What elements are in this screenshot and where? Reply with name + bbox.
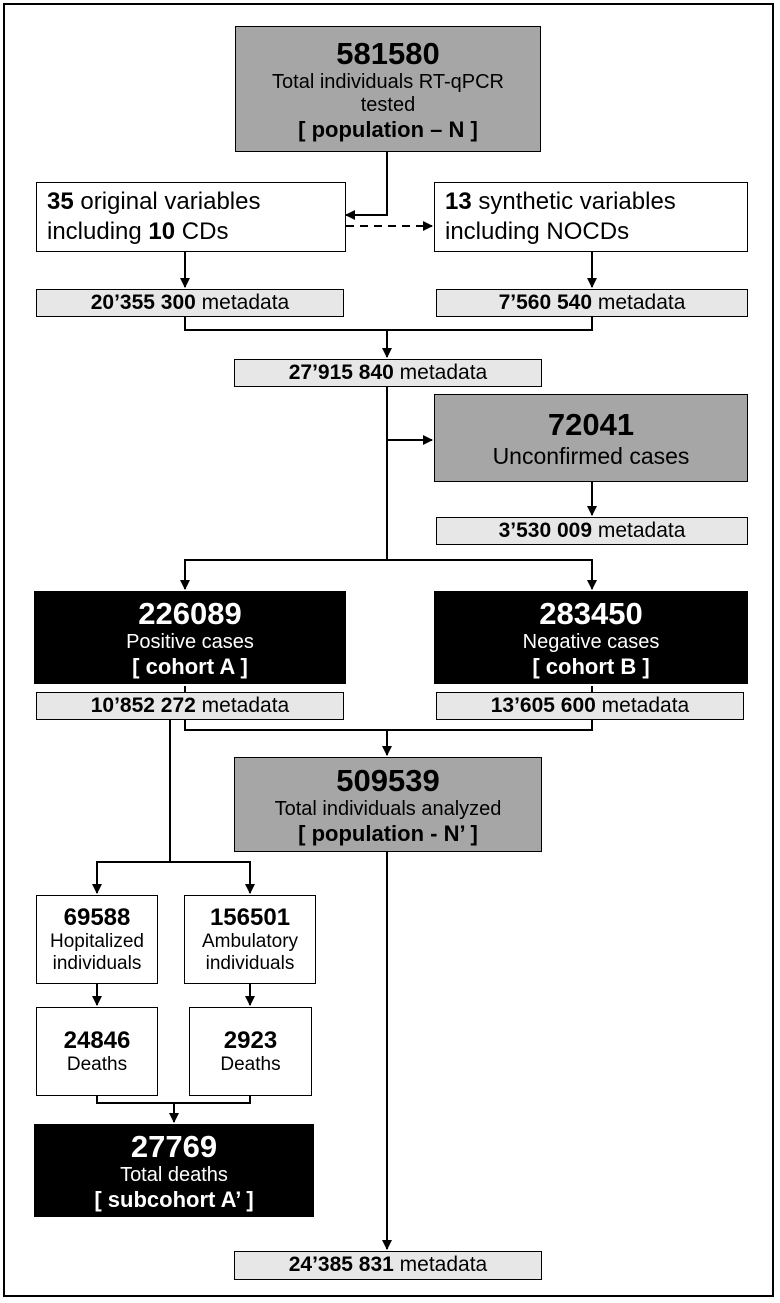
meta-negative-value: 13’605 600 — [490, 693, 596, 717]
synthetic-variables-line2: including NOCDs — [445, 218, 630, 245]
synthetic-variables-count: 13 — [445, 188, 472, 215]
population-n-label: Total individuals RT-qPCR tested — [272, 71, 504, 117]
meta-positive-box: 10’852 272 metadata — [36, 692, 344, 720]
meta-final-suffix: metadata — [393, 1253, 488, 1277]
arrow-population-to-original — [345, 152, 388, 220]
meta-final-box: 24’385 831 metadata — [234, 1251, 542, 1280]
meta-synthetic-box: 7’560 540 metadata — [436, 289, 748, 317]
positive-cases-tag: [ cohort A ] — [132, 654, 248, 680]
original-variables-line2: including 10 CDs — [47, 217, 228, 247]
meta-original-box: 20’355 300 metadata — [36, 289, 344, 317]
meta-total-suffix: metadata — [393, 360, 488, 384]
meta-total-text: 27’915 840 metadata — [289, 361, 488, 385]
split-left — [180, 559, 387, 590]
positive-cases-count: 226089 — [138, 595, 242, 631]
ambulatory-line2: individuals — [205, 953, 295, 975]
hospitalized-line1: Hopitalized — [50, 931, 144, 953]
meta-total-box: 27’915 840 metadata — [234, 359, 542, 387]
population-n-box: 581580 Total individuals RT-qPCR tested … — [235, 26, 541, 152]
meta-negative-suffix: metadata — [595, 693, 690, 717]
population-n2-box: 509539 Total individuals analyzed [ popu… — [234, 757, 542, 852]
ambulatory-box: 156501 Ambulatory individuals — [184, 895, 316, 984]
negative-cases-tag: [ cohort B ] — [532, 654, 650, 680]
meta-final-value: 24’385 831 — [288, 1253, 394, 1277]
unconfirmed-label: Unconfirmed cases — [492, 442, 690, 469]
synthetic-variables-box: 13 synthetic variables including NOCDs — [434, 182, 748, 252]
split-amb — [170, 861, 255, 894]
synthetic-variables-text1: synthetic variables — [471, 188, 676, 215]
deaths-ambulatory-count: 2923 — [223, 1026, 278, 1054]
positive-cases-box: 226089 Positive cases [ cohort A ] — [34, 591, 346, 684]
meta-synthetic-value: 7’560 540 — [498, 290, 593, 314]
deaths-ambulatory-box: 2923 Deaths — [189, 1007, 312, 1096]
original-variables-text2: including — [47, 218, 149, 245]
meta-unconfirmed-suffix: metadata — [592, 518, 686, 542]
population-n-tag: [ population – N ] — [298, 117, 478, 143]
total-deaths-count: 27769 — [130, 1128, 218, 1164]
meta-unconfirmed-text: 3’530 009 metadata — [499, 519, 686, 543]
diagram-frame — [3, 3, 774, 1297]
meta-synthetic-suffix: metadata — [592, 290, 686, 314]
unconfirmed-box: 72041 Unconfirmed cases — [434, 394, 748, 482]
population-n2-tag: [ population - N’ ] — [298, 821, 478, 847]
original-variables-text3: CDs — [175, 218, 229, 245]
meta-positive-suffix: metadata — [195, 693, 290, 717]
meta-negative-text: 13’605 600 metadata — [491, 694, 690, 718]
negative-cases-label: Negative cases — [522, 631, 660, 654]
deaths-hospitalized-count: 24846 — [63, 1026, 131, 1054]
negative-cases-box: 283450 Negative cases [ cohort B ] — [434, 591, 748, 684]
deaths-hospitalized-label: Deaths — [66, 1054, 128, 1076]
deaths-hospitalized-box: 24846 Deaths — [36, 1007, 158, 1096]
original-variables-text1: original variables — [73, 188, 261, 215]
split-hosp — [92, 861, 170, 894]
negative-cases-count: 283450 — [539, 595, 643, 631]
split-right — [387, 559, 597, 590]
meta-synthetic-text: 7’560 540 metadata — [499, 291, 686, 315]
ambulatory-line1: Ambulatory — [201, 931, 299, 953]
deaths-ambulatory-label: Deaths — [220, 1054, 281, 1076]
positive-cases-label: Positive cases — [126, 631, 254, 654]
population-n-count: 581580 — [336, 35, 440, 71]
merge-deaths — [96, 1096, 251, 1104]
meta-original-suffix: metadata — [195, 290, 290, 314]
merge-meta-left — [184, 317, 593, 331]
population-n2-count: 509539 — [336, 762, 440, 798]
original-variables-line1: 35 original variables — [47, 187, 260, 217]
meta-final-text: 24’385 831 metadata — [289, 1253, 488, 1277]
unconfirmed-count: 72041 — [547, 406, 635, 442]
meta-unconfirmed-box: 3’530 009 metadata — [436, 517, 748, 545]
hospitalized-count: 69588 — [63, 903, 131, 931]
synthetic-variables-line1: 13 synthetic variables — [445, 187, 676, 217]
total-deaths-label: Total deaths — [120, 1164, 228, 1187]
hospitalized-line2: individuals — [52, 953, 142, 975]
total-deaths-box: 27769 Total deaths [ subcohort A’ ] — [34, 1124, 314, 1217]
meta-total-value: 27’915 840 — [288, 360, 394, 384]
hospitalized-box: 69588 Hopitalized individuals — [36, 895, 158, 984]
total-deaths-tag: [ subcohort A’ ] — [94, 1187, 254, 1213]
meta-negative-box: 13’605 600 metadata — [436, 692, 744, 720]
meta-original-value: 20’355 300 — [90, 290, 196, 314]
original-variables-count: 35 — [47, 188, 74, 215]
meta-unconfirmed-value: 3’530 009 — [498, 518, 593, 542]
meta-original-text: 20’355 300 metadata — [91, 291, 290, 315]
original-variables-cd-count: 10 — [148, 218, 176, 245]
meta-positive-text: 10’852 272 metadata — [91, 694, 290, 718]
original-variables-box: 35 original variables including 10 CDs — [36, 182, 346, 252]
population-n2-label: Total individuals analyzed — [274, 798, 502, 821]
ambulatory-count: 156501 — [209, 903, 291, 931]
meta-positive-value: 10’852 272 — [90, 693, 196, 717]
